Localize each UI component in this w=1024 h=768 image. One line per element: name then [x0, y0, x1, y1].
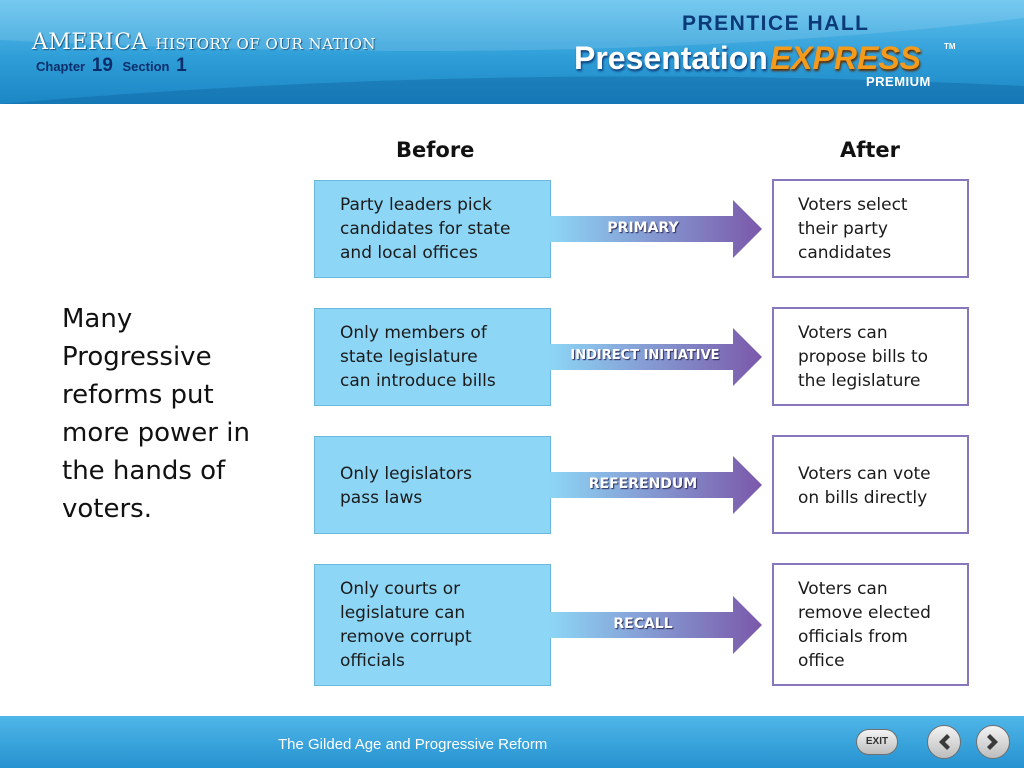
next-button[interactable]: [976, 725, 1010, 759]
arrow-recall: [550, 596, 762, 654]
after-box-primary: Voters select their party candidates: [772, 179, 969, 278]
before-box-indirect-initiative: Only members of state legislature can in…: [314, 308, 551, 406]
trademark-mark: TM: [944, 42, 956, 51]
exit-button[interactable]: EXIT: [856, 729, 898, 755]
after-line: the legislature: [798, 371, 921, 391]
after-line: remove elected: [798, 603, 931, 623]
section-number: 1: [176, 55, 187, 76]
reform-label-indirect-initiative: INDIRECT INITIATIVE: [570, 348, 720, 363]
reform-label-referendum: REFERENDUM: [588, 476, 698, 492]
header-swoosh-decoration: [0, 0, 1024, 104]
after-line: Voters can: [798, 323, 888, 343]
before-line: Only courts or: [340, 579, 461, 599]
arrow-referendum: [550, 456, 762, 514]
chapter-label: Chapter: [36, 59, 86, 74]
back-button[interactable]: [927, 725, 961, 759]
before-line: pass laws: [340, 488, 423, 508]
product-premium: PREMIUM: [866, 74, 931, 89]
arrow-primary: [550, 200, 762, 258]
before-line: legislature can: [340, 603, 466, 623]
before-line: remove corrupt: [340, 627, 472, 647]
chapter-number: 19: [91, 55, 113, 76]
after-line: propose bills to: [798, 347, 929, 367]
after-line: on bills directly: [798, 488, 928, 508]
before-line: and local offices: [340, 243, 478, 263]
after-line: Voters can: [798, 579, 888, 599]
before-line: Party leaders pick: [340, 195, 492, 215]
before-box-recall: Only courts or legislature can remove co…: [314, 564, 551, 686]
after-line: candidates: [798, 243, 892, 263]
after-line: Voters select: [798, 195, 908, 215]
product-express: EXPRESS: [769, 40, 921, 76]
after-heading: After: [840, 138, 901, 162]
footer-title: The Gilded Age and Progressive Reform: [278, 736, 548, 753]
before-heading: Before: [396, 138, 475, 162]
side-text: Many Progressive reforms put more power …: [62, 304, 250, 524]
chevron-right-icon: [987, 734, 998, 750]
after-line: their party: [798, 219, 888, 239]
footer-bar: The Gilded Age and Progressive Reform EX…: [0, 716, 1024, 768]
product-word: Presentation: [574, 40, 768, 76]
before-line: Only members of: [340, 323, 487, 343]
chapter-section-indicator: Chapter 19 Section 1: [36, 55, 193, 77]
after-box-recall: Voters can remove elected officials from…: [772, 563, 969, 686]
book-title: AMERICA HISTORY OF OUR NATION: [32, 30, 376, 55]
reform-label-recall: RECALL: [613, 616, 673, 632]
before-box-referendum: Only legislators pass laws: [314, 436, 551, 534]
before-line: officials: [340, 651, 405, 671]
book-title-sub: HISTORY OF OUR NATION: [155, 35, 377, 53]
after-line: officials from: [798, 627, 908, 647]
reform-label-primary: PRIMARY: [607, 220, 679, 236]
chevron-left-icon: [939, 734, 950, 750]
after-line: office: [798, 651, 845, 671]
section-label: Section: [122, 59, 170, 74]
publisher-name: PRENTICE HALL: [682, 12, 870, 35]
arrow-indirect-initiative: [550, 328, 762, 386]
after-box-indirect-initiative: Voters can propose bills to the legislat…: [772, 307, 969, 406]
after-box-referendum: Voters can vote on bills directly: [772, 435, 969, 534]
before-line: candidates for state: [340, 219, 511, 239]
header-banner: AMERICA HISTORY OF OUR NATION Chapter 19…: [0, 0, 1024, 104]
before-line: can introduce bills: [340, 371, 496, 391]
before-line: Only legislators: [340, 464, 472, 484]
before-box-primary: Party leaders pick candidates for state …: [314, 180, 551, 278]
book-title-main: AMERICA: [32, 30, 148, 55]
product-logo: PresentationEXPRESS TM: [574, 40, 956, 77]
before-line: state legislature: [340, 347, 478, 367]
after-line: Voters can vote: [798, 464, 931, 484]
